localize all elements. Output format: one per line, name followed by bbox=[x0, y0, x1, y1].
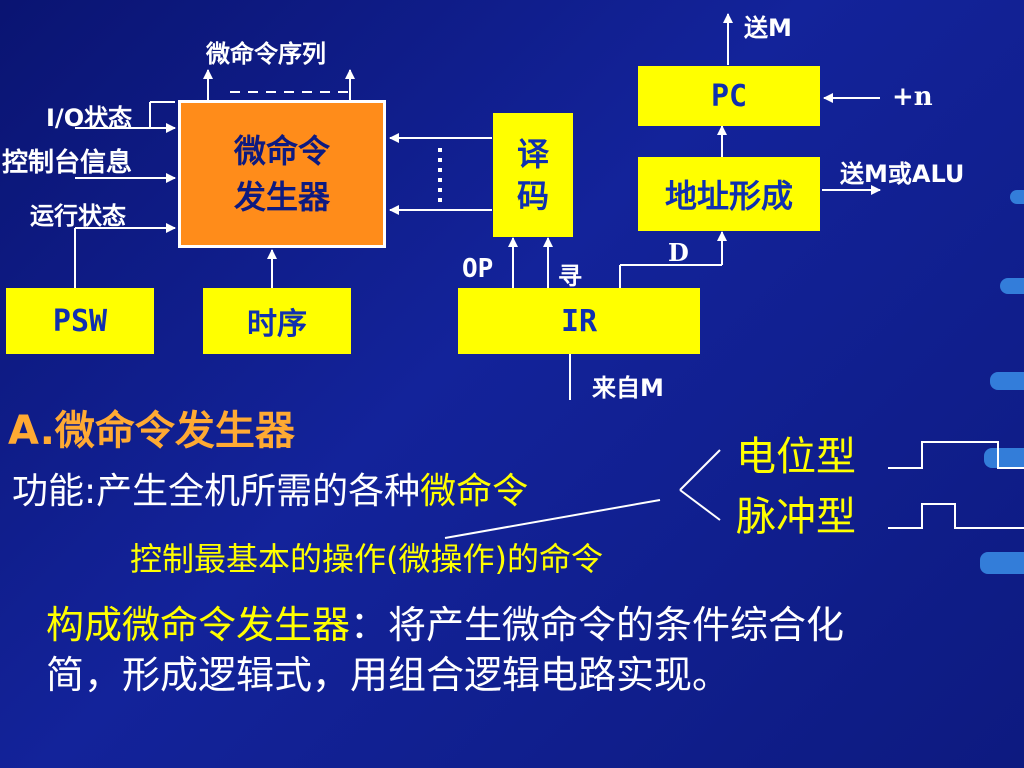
decor-stripe bbox=[1000, 278, 1024, 294]
send-m-label: 送M bbox=[744, 14, 792, 42]
micro-gen-label-1: 微命令 bbox=[233, 132, 330, 170]
pc-label: PC bbox=[710, 78, 748, 114]
psw-box: PSW bbox=[6, 288, 154, 354]
micro-command-generator-box: 微命令 发生器 bbox=[178, 100, 386, 248]
construct-text-1: ：将产生微命令的条件综合化 bbox=[350, 603, 845, 647]
micro-seq-label: 微命令序列 bbox=[206, 40, 326, 68]
send-m-alu-label: 送M或ALU bbox=[840, 160, 965, 188]
d-label: D bbox=[668, 238, 689, 267]
address-formation-box: 地址形成 bbox=[638, 157, 820, 231]
section-title: A.微命令发生器 bbox=[8, 398, 295, 456]
from-m-label: 来自M bbox=[592, 374, 664, 402]
function-line: 功能:产生全机所需的各种微命令 bbox=[12, 462, 528, 514]
psw-label: PSW bbox=[52, 303, 108, 339]
plus-n-label: +n bbox=[892, 82, 933, 112]
function-prefix: 功能:产生全机所需的各种 bbox=[12, 471, 421, 512]
decoder-label-1: 译 bbox=[516, 135, 549, 173]
decor-stripe bbox=[1010, 190, 1024, 204]
ir-box: IR bbox=[458, 288, 700, 354]
timing-label: 时序 bbox=[247, 307, 307, 342]
io-status-label: I/O状态 bbox=[46, 104, 133, 132]
pc-box: PC bbox=[638, 66, 820, 126]
type-pulse-label: 脉冲型 bbox=[736, 494, 856, 540]
timing-box: 时序 bbox=[203, 288, 351, 354]
construct-line-2: 简，形成逻辑式，用组合逻辑电路实现。 bbox=[46, 653, 731, 697]
construct-label: 构成微命令发生器 bbox=[46, 603, 351, 647]
section-title-text: A.微命令发生器 bbox=[8, 408, 295, 454]
seek-label: 寻 bbox=[558, 262, 582, 290]
function-highlight: 微命令 bbox=[420, 471, 529, 512]
address-formation-label: 地址形成 bbox=[664, 177, 793, 215]
micro-gen-label-2: 发生器 bbox=[233, 178, 330, 216]
definition-text: 控制最基本的操作(微操作)的命令 bbox=[130, 540, 603, 578]
op-label: OP bbox=[462, 254, 494, 284]
decor-stripe bbox=[980, 552, 1024, 574]
construct-line-1: 构成微命令发生器：将产生微命令的条件综合化 bbox=[46, 594, 844, 649]
decor-stripe bbox=[990, 372, 1024, 390]
decor-stripe bbox=[984, 448, 1024, 468]
decoder-label-2: 码 bbox=[516, 177, 549, 215]
console-info-label: 控制台信息 bbox=[2, 148, 133, 178]
run-status-label: 运行状态 bbox=[30, 202, 126, 230]
decoder-box: 译 码 bbox=[493, 113, 573, 237]
type-level-label: 电位型 bbox=[736, 434, 856, 480]
ir-label: IR bbox=[560, 303, 598, 339]
